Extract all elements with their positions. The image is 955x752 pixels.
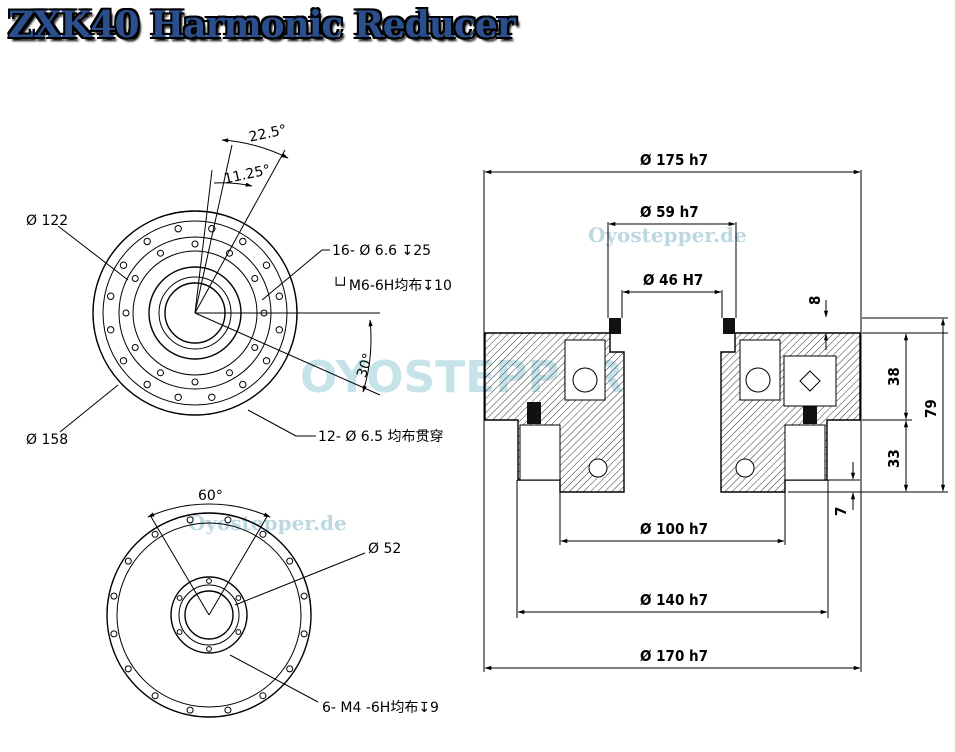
dim-100-label: Ø 100 h7 (640, 520, 708, 538)
rear-outer-hole (186, 516, 194, 524)
front-outer-hole (119, 357, 128, 365)
rear-outer-hole (259, 530, 267, 538)
rear-outer-hole (300, 592, 308, 600)
front-outer-hole (107, 326, 115, 334)
front-bolt-holes-inner (122, 240, 268, 386)
rear-outer-hole (224, 516, 232, 524)
holes-16-callout: 16- Ø 6.6 ↧25 (332, 243, 431, 259)
rear-outer-hole (286, 665, 294, 673)
front-outer-hole (143, 380, 151, 389)
rear-view: 60° Ø 52 6- M4 -6H均布↧9 (106, 488, 439, 718)
front-inner-hole (157, 369, 164, 377)
holes-12-callout: 12- Ø 6.5 均布贯穿 (318, 429, 444, 445)
dim-8-label: 8 (806, 296, 824, 305)
thread-m6-callout: └┘M6-6H均布↧10 (332, 277, 452, 294)
angle-30-label: 30° (354, 351, 377, 380)
dim-140-label: Ø 140 h7 (640, 591, 708, 609)
front-outer-hole (262, 261, 271, 269)
rear-thread-hole (176, 595, 183, 601)
dia-52-label: Ø 52 (368, 541, 401, 557)
dim-33-label: 33 (885, 449, 903, 468)
dim-59-label: Ø 59 h7 (640, 203, 699, 221)
rear-outer-hole (124, 665, 132, 673)
dim-7-label: 7 (832, 507, 850, 516)
angle-11-25-label: 11.25° (223, 162, 272, 187)
front-bolt-holes-outer (107, 225, 283, 401)
front-outer-hole (143, 237, 151, 246)
front-inner-hole (251, 275, 259, 282)
page-title: ZXK40 Harmonic Reducer (8, 4, 516, 46)
front-outer-hole (239, 380, 247, 389)
front-inner-hole (157, 249, 164, 257)
front-inner-hole (122, 309, 130, 317)
front-inner-hole (251, 344, 259, 351)
rear-bolt-holes (110, 516, 308, 714)
front-inner-hole (191, 240, 199, 248)
angle-22-5-label: 22.5° (248, 122, 289, 146)
watermark-site: Oyostepper.de (588, 223, 747, 247)
rear-thread-hole (206, 578, 212, 584)
front-view: 22.5° 11.25° 30° Ø 122 Ø 158 16- Ø 6.6 ↧… (26, 122, 452, 448)
front-outer-hole (107, 292, 115, 300)
section-view: Ø 175 h7 Ø 59 h7 Ø 46 H7 Ø 100 h7 Ø 140 … (483, 151, 948, 672)
rear-thread-hole (235, 629, 242, 635)
front-outer-hole (275, 326, 283, 334)
thread-m4-callout: 6- M4 -6H均布↧9 (322, 700, 439, 716)
front-outer-hole (174, 393, 182, 401)
rear-thread-hole (235, 595, 242, 601)
front-outer-hole (239, 237, 247, 246)
dim-170-label: Ø 170 h7 (640, 647, 708, 665)
rear-outer-hole (259, 692, 267, 700)
rear-thread-hole (176, 629, 183, 635)
front-inner-hole (131, 344, 139, 351)
dia-158-label: Ø 158 (26, 432, 68, 448)
front-outer-hole (208, 393, 216, 401)
rear-outer-hole (124, 557, 132, 565)
dim-38-label: 38 (885, 367, 903, 386)
dim-175-label: Ø 175 h7 (640, 151, 708, 169)
rear-outer-hole (286, 557, 294, 565)
rear-outer-hole (186, 706, 194, 714)
rear-outer-hole (300, 630, 308, 638)
rear-outer-hole (224, 706, 232, 714)
angle-60-label: 60° (198, 488, 223, 504)
front-outer-hole (275, 292, 283, 300)
dia-122-label: Ø 122 (26, 213, 68, 229)
front-inner-hole (191, 378, 199, 386)
rear-outer-hole (151, 530, 159, 538)
rear-outer-hole (151, 692, 159, 700)
front-outer-hole (174, 225, 182, 233)
rear-thread-hole (206, 646, 212, 652)
dim-79-label: 79 (922, 399, 940, 418)
dim-46-label: Ø 46 H7 (643, 271, 703, 289)
rear-thread-holes (176, 578, 242, 652)
front-outer-hole (262, 357, 271, 365)
rear-outer-hole (110, 630, 118, 638)
rear-outer-hole (110, 592, 118, 600)
front-outer-hole (119, 261, 128, 269)
front-inner-hole (226, 369, 233, 377)
front-inner-hole (131, 275, 139, 282)
